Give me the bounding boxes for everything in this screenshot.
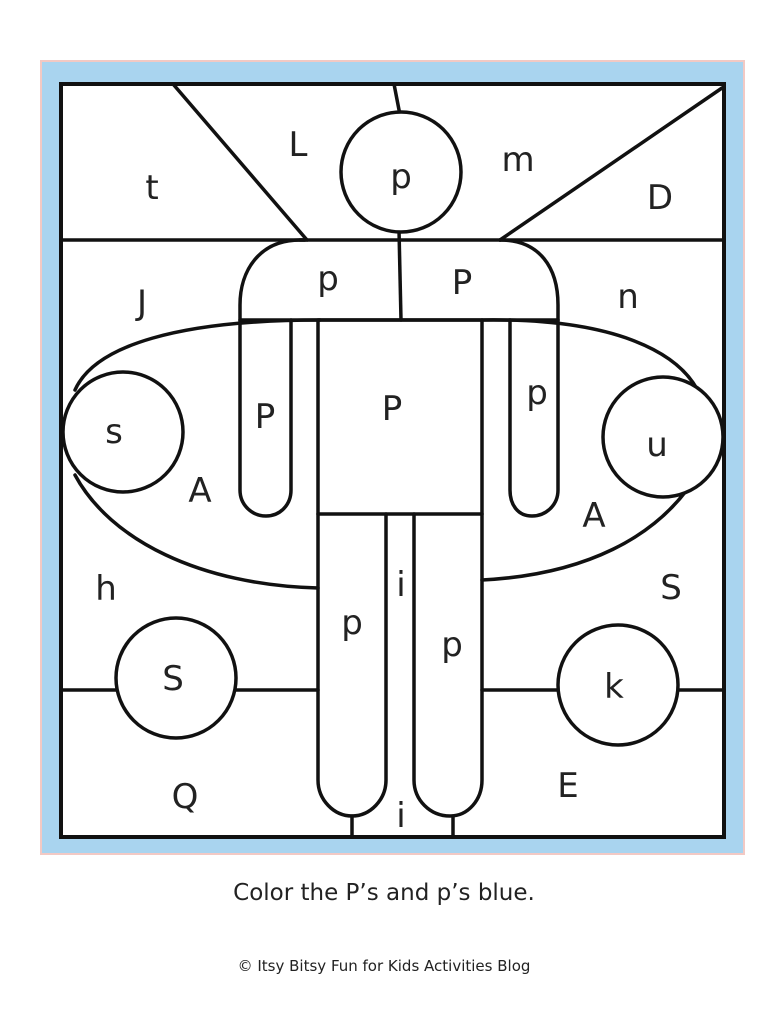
letter-Q: Q: [172, 777, 199, 817]
neck-top-line: [392, 82, 402, 117]
letter-E: E: [557, 766, 578, 806]
right-arm-outer: [498, 238, 560, 518]
letter-left-hand: s: [105, 412, 123, 452]
left-hand-circle: [61, 370, 185, 494]
letter-gap-i-bottom: i: [396, 796, 405, 836]
left-arm-outer: [238, 238, 307, 518]
instruction-text: Color the P’s and p’s blue.: [233, 880, 535, 906]
right-hand-circle: [601, 375, 725, 499]
letter-left-arm-p: P: [255, 397, 276, 437]
head-circle: [339, 110, 463, 234]
letter-right-hand: u: [646, 425, 668, 465]
letter-h: h: [95, 569, 117, 609]
outline-drawing: [59, 82, 726, 839]
letter-right-leg-p: p: [441, 625, 463, 665]
ray-left: [171, 82, 309, 242]
letter-left-leg-p: p: [341, 603, 363, 643]
letter-torso-p: P: [382, 389, 403, 429]
letter-gap-i-top: i: [396, 565, 405, 605]
letter-m: m: [501, 140, 534, 180]
letter-left-ball: S: [162, 659, 184, 699]
letter-A-right: A: [582, 496, 605, 536]
ray-right: [498, 86, 724, 242]
letter-t: t: [145, 168, 158, 208]
letter-right-ball: k: [604, 667, 624, 707]
letter-right-arm-p: p: [526, 373, 548, 413]
letter-n: n: [617, 277, 639, 317]
letter-shoulder-left-p: p: [317, 259, 339, 299]
credit-text: © Itsy Bitsy Fun for Kids Activities Blo…: [237, 957, 531, 975]
letter-shoulder-right-p: P: [452, 263, 473, 303]
letter-S-right: S: [660, 568, 682, 608]
right-ball-circle: [556, 623, 680, 747]
letter-J: J: [135, 283, 147, 323]
letter-A-left: A: [188, 471, 211, 511]
torso: [316, 318, 484, 516]
neck-line: [397, 228, 403, 322]
left-ball-circle: [114, 616, 238, 740]
letter-head-p: p: [390, 157, 412, 197]
wing-shape: [73, 318, 702, 590]
letter-L: L: [289, 125, 308, 165]
letter-D: D: [647, 178, 673, 218]
right-leg: [412, 512, 484, 818]
